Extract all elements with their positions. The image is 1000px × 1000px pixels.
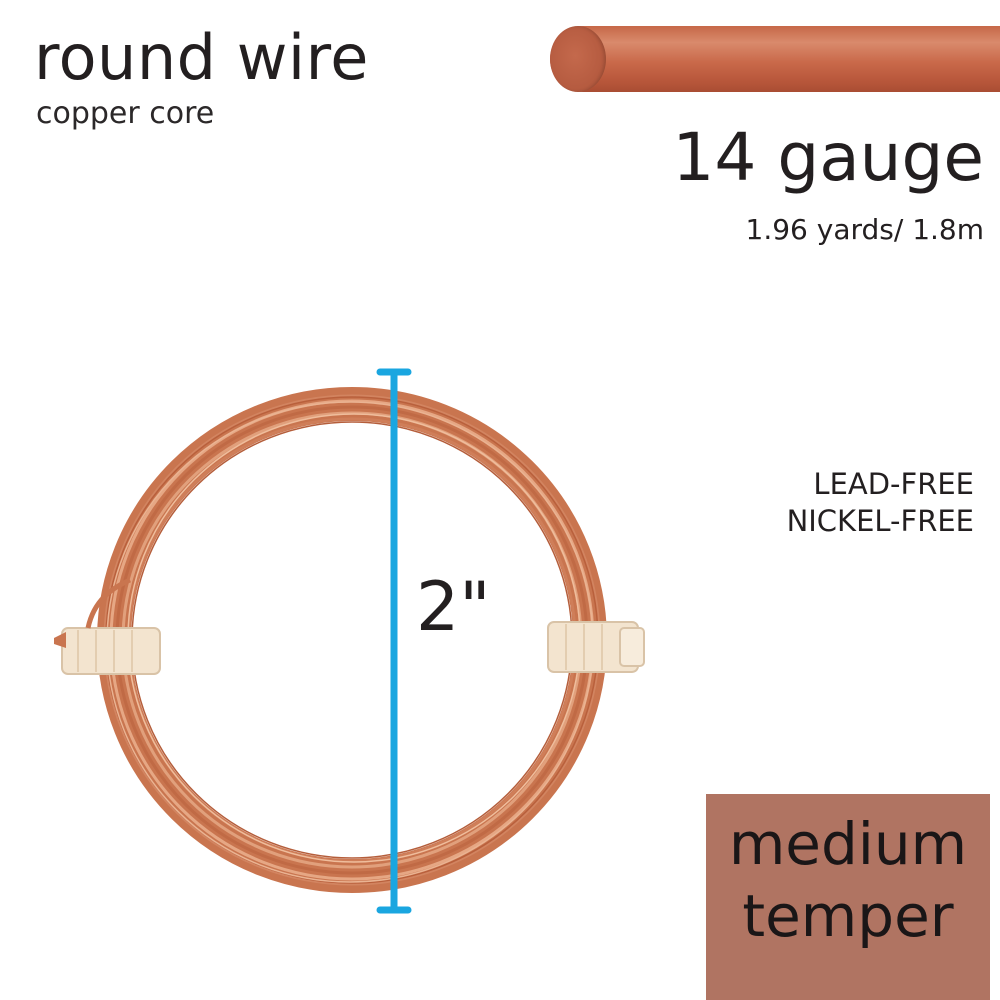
wire-rod-image (550, 26, 1000, 92)
feature-lead-free: LEAD-FREE (813, 467, 974, 501)
length-label: 1.96 yards/ 1.8m (745, 213, 985, 246)
temper-badge: medium temper (706, 794, 990, 1000)
temper-line-2: temper (742, 882, 954, 950)
left-tie-icon (54, 577, 161, 675)
temper-line-1: medium (728, 810, 968, 878)
right-tie-icon (547, 621, 645, 673)
gauge-label: 14 gauge (672, 119, 984, 196)
feature-nickel-free: NICKEL-FREE (786, 504, 974, 538)
coil-rings (97, 387, 607, 893)
product-title: round wire (34, 21, 369, 94)
diameter-label: 2" (416, 568, 491, 647)
wire-rod-end-image (550, 26, 606, 92)
features-list: LEAD-FREE NICKEL-FREE (787, 466, 974, 540)
product-subtitle: copper core (36, 96, 215, 131)
diameter-measure-line (376, 368, 412, 914)
